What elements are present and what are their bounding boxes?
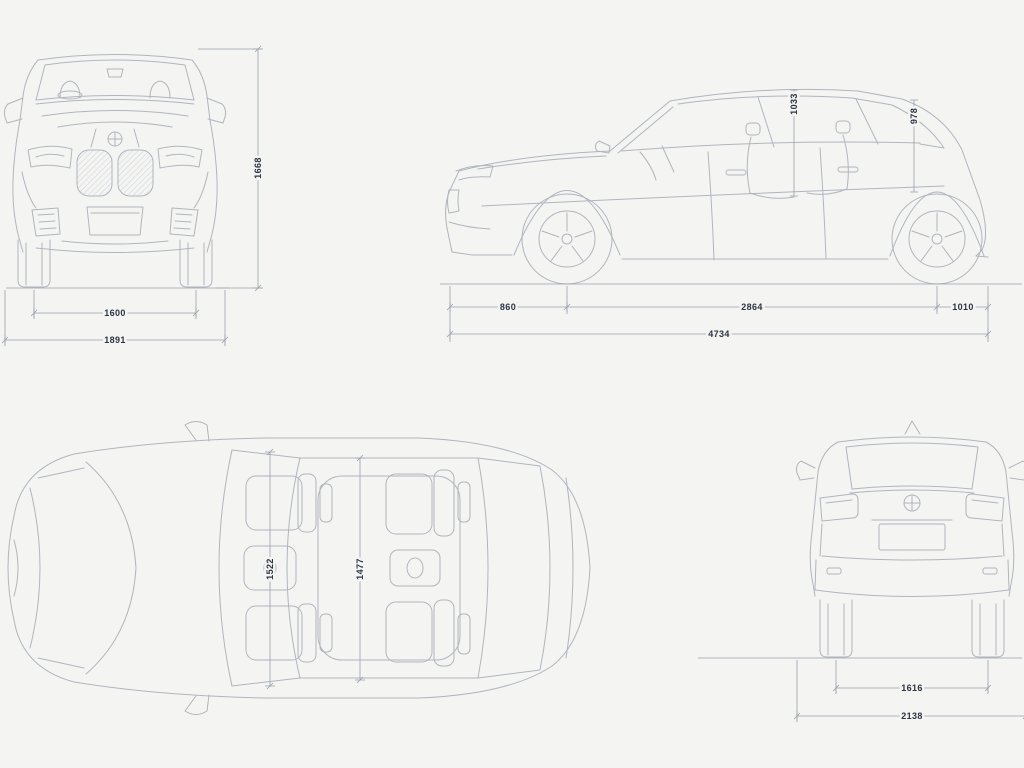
dim-wheelbase: 2864	[741, 302, 763, 312]
front-mirror-left	[3, 97, 24, 124]
dim-track-rear: 1616	[901, 683, 923, 693]
front-body-contours	[12, 54, 218, 253]
dim-headroom-rear: 978	[909, 108, 919, 124]
side-body-contours	[445, 88, 989, 261]
top-mirror-upper	[184, 421, 210, 442]
rear-seats-top	[385, 469, 471, 667]
side-mirror	[594, 140, 611, 154]
front-view-dimensions: 1668 1600 1891	[1, 45, 266, 348]
front-wheels	[17, 239, 213, 288]
bmw-roundel-icon	[107, 131, 123, 147]
dim-front-overhang: 860	[500, 302, 516, 312]
side-view	[445, 88, 989, 285]
headlights	[27, 145, 203, 169]
top-mirror-lower	[184, 694, 210, 715]
rear-mirror-left	[796, 460, 816, 481]
dim-headroom-front: 1033	[789, 93, 799, 115]
dim-interior-width-rear: 1477	[355, 558, 365, 580]
kidney-grille	[76, 149, 154, 197]
bmw-roundel-rear-icon	[903, 494, 921, 512]
front-seat-profile	[745, 122, 795, 199]
dim-width-mirrors-rear: 2138	[901, 711, 923, 721]
rear-wheels	[819, 599, 1005, 658]
top-body-contours	[7, 437, 591, 699]
dim-height: 1668	[253, 157, 263, 179]
dim-rear-overhang: 1010	[952, 302, 974, 312]
taillights	[819, 493, 1005, 522]
rear-view-dimensions: 1616 2138	[698, 657, 1024, 724]
sunroof-outline	[317, 475, 461, 661]
rear-reflectors	[826, 567, 998, 575]
license-plate	[878, 523, 946, 551]
dim-overall-length: 4734	[708, 329, 730, 339]
dim-track-front: 1600	[104, 308, 126, 318]
dim-interior-width-front: 1522	[265, 558, 275, 580]
front-bumper-intakes	[31, 206, 199, 237]
top-view-dimensions: 1522 1477	[263, 448, 368, 690]
rear-wheel	[891, 193, 983, 285]
front-view	[3, 54, 227, 288]
front-mirror-right	[206, 97, 227, 124]
side-view-dimensions: 1033 978 860 2864 1010 4734	[440, 89, 1022, 342]
dim-width-mirrors: 1891	[104, 335, 126, 345]
front-wheel	[521, 193, 613, 285]
front-seats-top	[243, 473, 333, 663]
door-handle-front	[725, 169, 747, 176]
rear-body-contours	[809, 420, 1015, 597]
rear-view	[796, 420, 1024, 658]
rear-mirror-right	[1008, 460, 1024, 481]
top-view	[7, 421, 591, 715]
rear-seat-profile	[806, 120, 851, 195]
